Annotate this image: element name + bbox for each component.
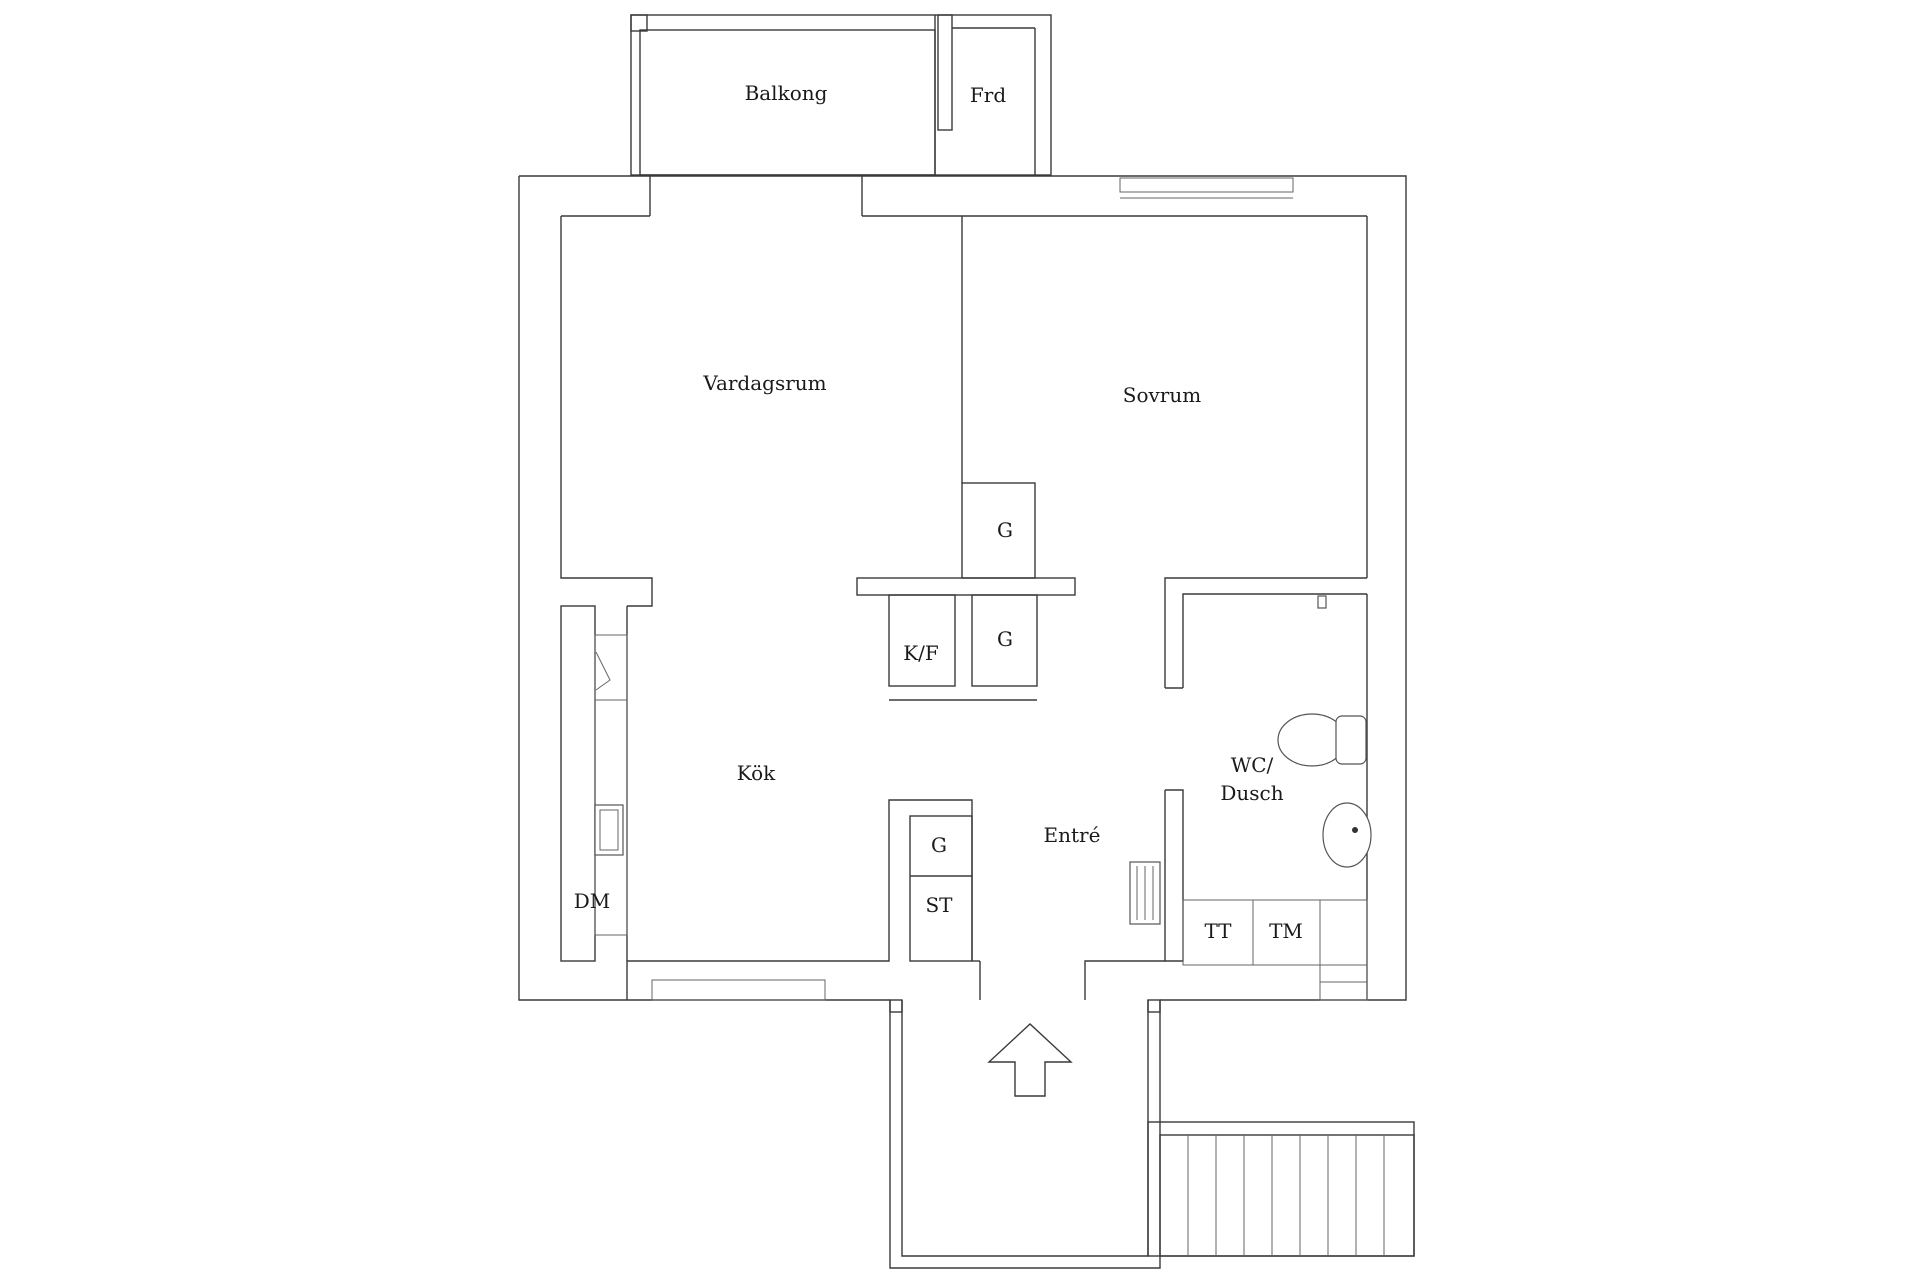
kitchen-counter — [560, 605, 628, 962]
radiator-icon — [1129, 861, 1161, 925]
fixture-label-kf: K/F — [903, 641, 939, 665]
room-label-frd: Frd — [970, 83, 1006, 107]
room-label-kok: Kök — [737, 761, 776, 785]
fixture-label-st: ST — [925, 893, 953, 917]
room-label-wc: WC/ — [1231, 753, 1274, 777]
room-label-entre: Entré — [1044, 823, 1101, 847]
fixture-label-g-entry: G — [931, 833, 947, 857]
balcony-structure — [630, 14, 1052, 176]
entrance-porch — [889, 999, 1415, 1269]
fixture-label-g-bedroom: G — [997, 518, 1013, 542]
stairs-icon — [1187, 1135, 1385, 1256]
entrance-arrow-icon — [987, 1023, 1073, 1097]
fixture-label-g-center: G — [997, 627, 1013, 651]
room-label-dusch: Dusch — [1220, 781, 1283, 805]
exterior-walls — [518, 175, 1407, 1001]
fixture-label-dm: DM — [574, 889, 611, 913]
room-label-balkong: Balkong — [745, 81, 828, 105]
interior-walls — [626, 216, 1368, 1001]
fixture-label-tt: TT — [1204, 919, 1232, 943]
bathroom-fixtures — [1129, 595, 1372, 1001]
room-label-sovrum: Sovrum — [1123, 383, 1201, 407]
sink-icon — [1322, 802, 1372, 868]
fixture-label-tm: TM — [1269, 919, 1303, 943]
room-label-vardagsrum: Vardagsrum — [702, 371, 826, 395]
